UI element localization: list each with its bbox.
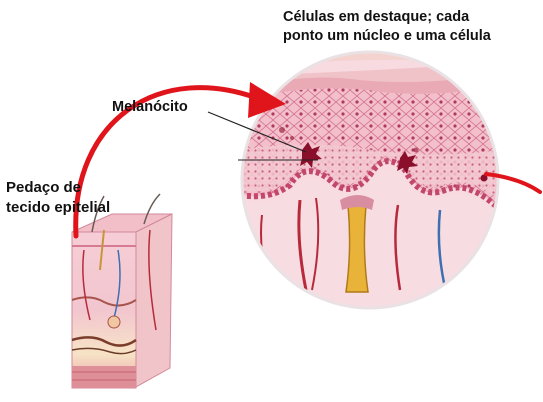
cells-highlight-line1: Células em destaque; cada	[283, 8, 491, 27]
cells-highlight-label: Células em destaque; cada ponto um núcle…	[283, 8, 491, 46]
tissue-piece-line1: Pedaço de	[6, 178, 110, 198]
tissue-piece-line2: tecido epitelial	[6, 198, 110, 218]
cells-highlight-line2: ponto um núcleo e uma célula	[283, 27, 491, 46]
melanocyte-label: Melanócito	[112, 98, 188, 116]
tissue-piece-label: Pedaço de tecido epitelial	[6, 178, 110, 218]
tissue-block	[72, 194, 172, 388]
